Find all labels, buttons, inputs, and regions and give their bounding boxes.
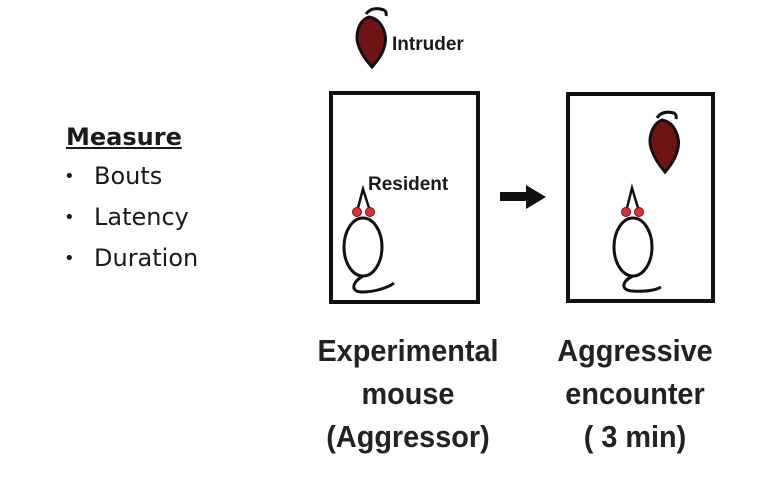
measure-title: Measure [66,123,182,151]
resident-label: Resident [368,174,449,195]
resident-mouse-icon [612,183,662,293]
bullet-icon: • [64,166,75,187]
aggressive-encounter-caption: Aggressive encounter ( 3 min) [523,329,746,458]
intruder-label: Intruder [392,34,464,55]
caption-line: mouse [361,376,455,411]
bullet-icon: • [64,207,75,228]
caption-line: Aggressive [557,333,713,368]
measure-list: • Bouts • Latency • Duration [62,156,198,279]
caption-line: encounter [565,376,705,411]
bullet-icon: • [64,248,75,269]
measure-item-bouts: • Bouts [62,156,198,197]
home-cage-box [329,91,480,304]
encounter-cage-box [566,92,715,303]
right-arrow-icon [500,185,546,209]
measure-item-duration: • Duration [62,238,198,279]
caption-line: Experimental [317,333,499,368]
measure-item-label: Bouts [94,162,163,190]
caption-line: (Aggressor) [326,419,490,454]
experimental-mouse-caption: Experimental mouse (Aggressor) [278,329,538,458]
intruder-mouse-icon [355,7,388,70]
measure-item-label: Duration [94,244,199,272]
measure-panel: Measure • Bouts • Latency • Duration [62,122,198,279]
measure-item-label: Latency [94,203,189,231]
caption-line: ( 3 min) [583,419,687,454]
intruder-mouse-icon [648,110,680,175]
measure-item-latency: • Latency [62,197,198,238]
resident-mouse-icon [342,184,395,294]
